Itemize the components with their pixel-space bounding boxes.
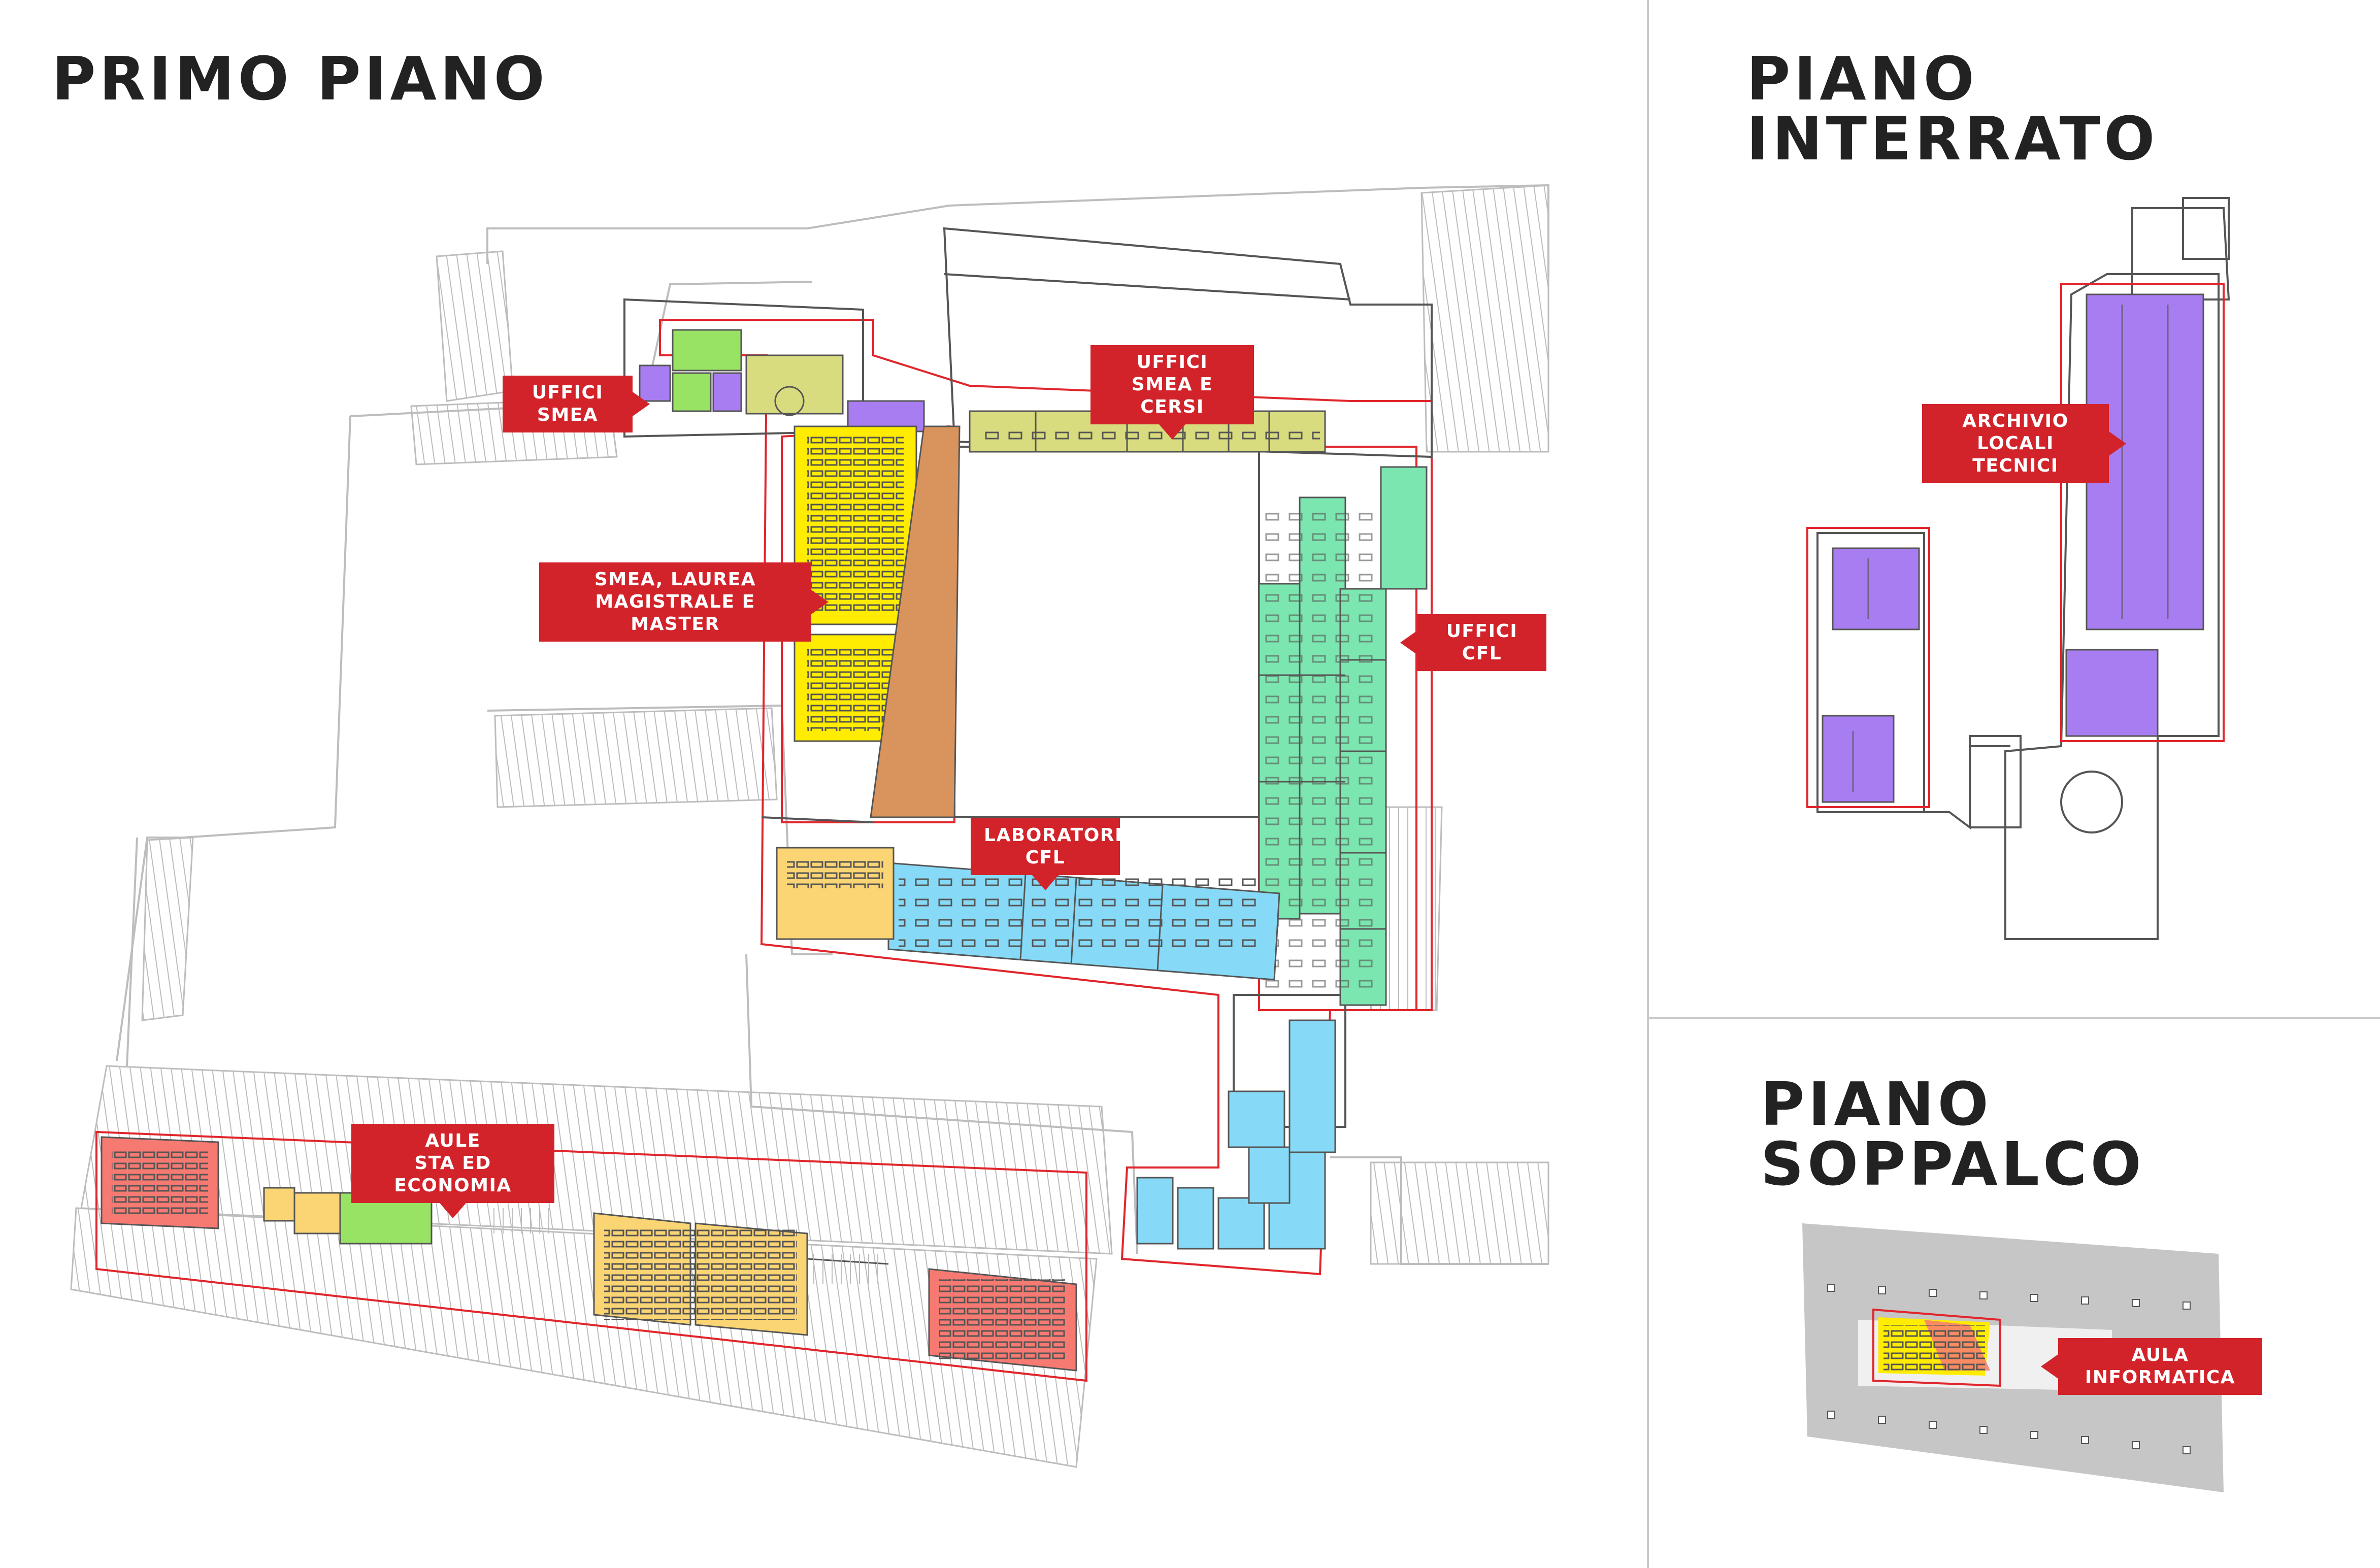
label-uffici-smea: UFFICI SMEA: [503, 376, 650, 432]
label-aule-sta-economia: AULE STA ED ECONOMIA: [351, 1124, 554, 1218]
label-uffici-smea-cersi: UFFICI SMEA E CERSI: [1090, 345, 1254, 440]
label-uffici-cfl: UFFICI CFL: [1400, 614, 1546, 671]
divider-horizontal: [1647, 1017, 2380, 1019]
title-piano-soppalco: PIANO SOPPALCO: [1761, 1069, 2145, 1199]
primo-piano-plan: [70, 184, 1549, 1468]
piano-soppalco-plan: [1802, 1223, 2224, 1492]
title-piano-interrato: PIANO INTERRATO: [1746, 44, 2159, 174]
title-primo-piano: PRIMO PIANO: [52, 44, 548, 114]
label-archivio-locali-tecnici: ARCHIVIO LOCALI TECNICI: [1922, 404, 2126, 483]
divider-vertical: [1647, 0, 1649, 1568]
label-aula-informatica: AULA INFORMATICA: [2041, 1338, 2262, 1395]
label-smea-laurea-magistrale: SMEA, LAUREA MAGISTRALE E MASTER: [539, 562, 829, 642]
label-laboratori-cfl: LABORATORI CFL: [971, 818, 1121, 890]
piano-interrato-plan: [1806, 197, 2230, 940]
